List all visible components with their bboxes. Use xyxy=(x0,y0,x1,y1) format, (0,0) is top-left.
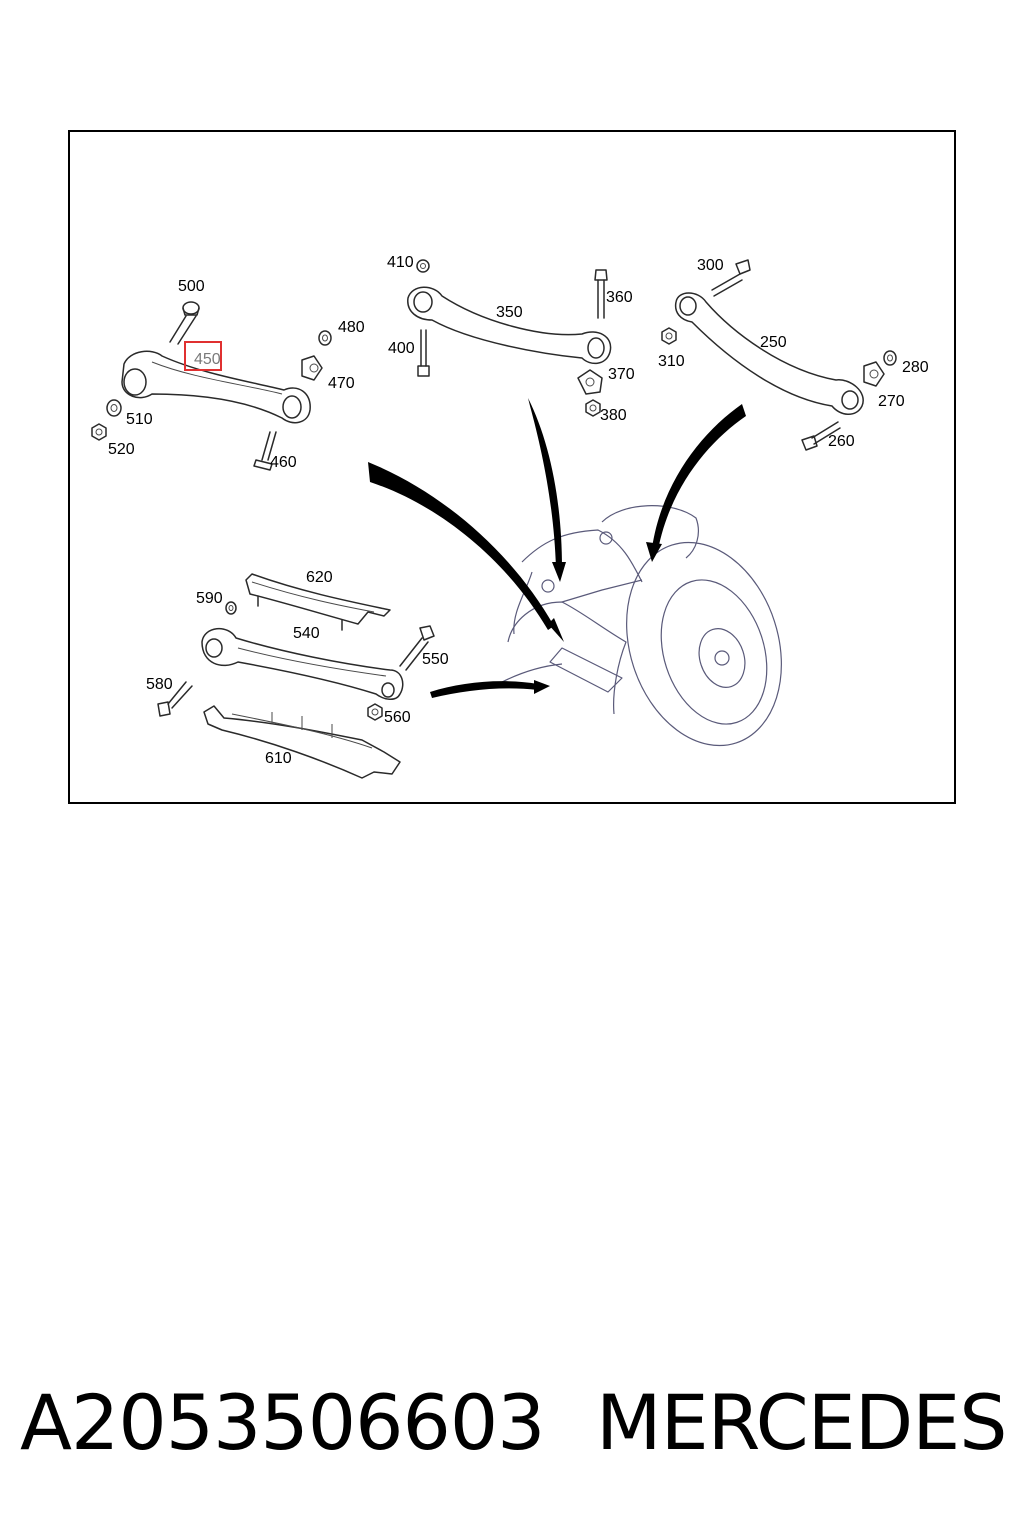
nut-560 xyxy=(367,703,383,721)
bolt-400 xyxy=(417,329,430,377)
eccentric-270 xyxy=(863,361,885,387)
part-number: A2053506603 xyxy=(20,1378,546,1467)
label-310: 310 xyxy=(658,353,685,370)
label-590: 590 xyxy=(196,590,223,607)
nut-410 xyxy=(416,259,430,273)
diagram-frame: 500 450 480 470 510 520 460 410 350 360 … xyxy=(68,130,956,804)
arrow-arm-250 xyxy=(646,404,746,562)
label-510: 510 xyxy=(126,411,153,428)
label-610: 610 xyxy=(265,750,292,767)
label-350: 350 xyxy=(496,304,523,321)
washer-480 xyxy=(318,330,332,346)
label-270: 270 xyxy=(878,393,905,410)
bolt-580 xyxy=(157,681,193,717)
nut-310 xyxy=(661,327,677,345)
bolt-260 xyxy=(801,421,841,451)
label-540: 540 xyxy=(293,625,320,642)
footer-caption: A2053506603 MERCEDES xyxy=(0,1368,1024,1478)
label-260: 260 xyxy=(828,433,855,450)
wheel-hub-assembly xyxy=(501,505,782,747)
cover-610 xyxy=(203,705,401,779)
washer-590 xyxy=(225,601,237,615)
eccentric-470 xyxy=(301,355,323,381)
label-550: 550 xyxy=(422,651,449,668)
label-580: 580 xyxy=(146,676,173,693)
label-460: 460 xyxy=(270,454,297,471)
brand-name: MERCEDES xyxy=(596,1378,1007,1467)
bolt-500 xyxy=(169,301,200,345)
label-410: 410 xyxy=(387,254,414,271)
label-480: 480 xyxy=(338,319,365,336)
washer-510 xyxy=(106,399,122,417)
control-arm-350 xyxy=(407,286,612,365)
label-300: 300 xyxy=(697,257,724,274)
washer-280 xyxy=(883,350,897,366)
label-360: 360 xyxy=(606,289,633,306)
label-250: 250 xyxy=(760,334,787,351)
bolt-360 xyxy=(594,269,608,319)
label-470: 470 xyxy=(328,375,355,392)
arrow-arm-450 xyxy=(368,462,564,642)
arrow-arm-350 xyxy=(528,398,566,582)
cover-620 xyxy=(245,573,391,631)
highlight-box-450 xyxy=(184,341,222,371)
control-arm-540 xyxy=(201,628,404,700)
label-380: 380 xyxy=(600,407,627,424)
label-500: 500 xyxy=(178,278,205,295)
label-450: 450 xyxy=(194,351,221,368)
label-280: 280 xyxy=(902,359,929,376)
label-400: 400 xyxy=(388,340,415,357)
label-560: 560 xyxy=(384,709,411,726)
label-620: 620 xyxy=(306,569,333,586)
label-520: 520 xyxy=(108,441,135,458)
control-arm-250 xyxy=(674,292,864,415)
nut-380 xyxy=(585,399,601,417)
eccentric-370 xyxy=(577,369,603,395)
bolt-460 xyxy=(253,431,277,471)
label-370: 370 xyxy=(608,366,635,383)
parts-diagram: 500 450 480 470 510 520 460 410 350 360 … xyxy=(91,254,929,779)
arrow-arm-540 xyxy=(430,680,550,698)
bolt-300 xyxy=(711,259,751,297)
bolt-550 xyxy=(399,625,435,671)
nut-520 xyxy=(91,423,107,441)
control-arm-450 xyxy=(121,350,311,424)
